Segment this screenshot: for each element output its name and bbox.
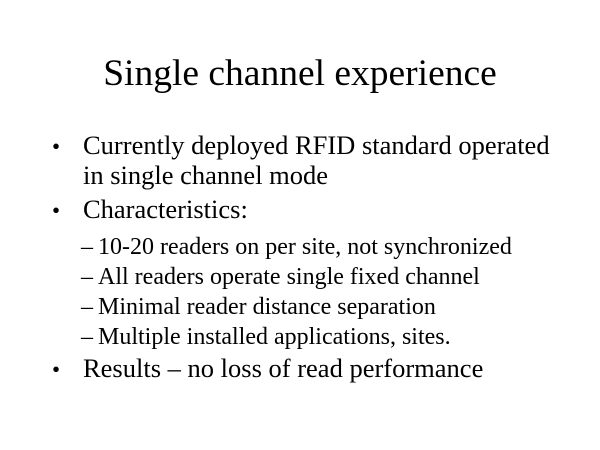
slide-title: Single channel experience (103, 53, 497, 94)
bullet-text: Multiple installed applications, sites. (98, 324, 451, 350)
bullet-marker-icon: • (52, 357, 61, 382)
sub-bullet-item: –10-20 readers on per site, not synchron… (0, 232, 600, 262)
bullet-text: All readers operate single fixed channel (98, 264, 480, 290)
dash-marker-icon: – (81, 294, 93, 320)
bullet-list: • Currently deployed RFID standard operat… (0, 130, 600, 385)
dash-marker-icon: – (81, 234, 93, 260)
bullet-text: Results – no loss of read performance (83, 353, 484, 383)
sub-bullet-item: –Minimal reader distance separation (0, 292, 600, 322)
bullet-item: • Characteristics: (0, 194, 600, 226)
bullet-marker-icon: • (52, 198, 61, 223)
bullet-text: Minimal reader distance separation (98, 294, 436, 320)
bullet-marker-icon: • (52, 134, 61, 159)
dash-marker-icon: – (81, 324, 93, 350)
bullet-item: • Results – no loss of read performance (0, 353, 600, 385)
sub-bullet-item: –All readers operate single fixed channe… (0, 262, 600, 292)
dash-marker-icon: – (81, 264, 93, 290)
bullet-item: • Currently deployed RFID standard operat… (0, 130, 600, 190)
bullet-text: Characteristics: (83, 194, 248, 224)
bullet-text: 10-20 readers on per site, not synchroni… (98, 234, 512, 260)
sub-bullet-item: –Multiple installed applications, sites. (0, 322, 600, 352)
bullet-text: Currently deployed RFID standard operate… (83, 130, 550, 190)
